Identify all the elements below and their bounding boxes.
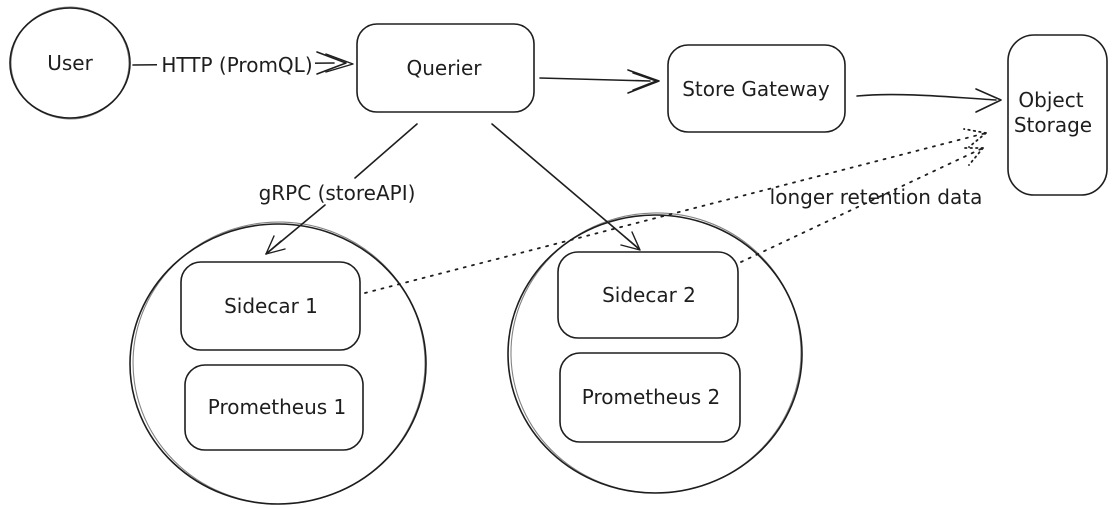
edge-store-gateway-to-object-storage [856, 88, 1002, 113]
arrowhead [975, 88, 1002, 113]
arrowhead [265, 235, 286, 255]
dotted-edge-line [740, 147, 984, 263]
object-storage-box [1007, 34, 1108, 196]
user-circle-sketch-stroke [10, 6, 130, 120]
edge-label-http-promql: HTTP (PromQL) [161, 53, 312, 77]
object-storage-label-line2: Storage [1014, 113, 1092, 137]
pod-1-circle [129, 223, 427, 505]
dotted-arrowhead [963, 128, 987, 148]
store-gateway-node: Store Gateway [667, 44, 846, 133]
arrowhead [632, 72, 657, 91]
user-circle [9, 7, 131, 119]
pod-1-circle-sketch-stroke [132, 221, 426, 505]
edge-querier-to-store-gateway [539, 69, 660, 94]
object-storage-node: Object Storage [1007, 34, 1108, 196]
prometheus-2-label: Prometheus 2 [582, 385, 721, 409]
edge-line [856, 93, 997, 101]
arrowhead [620, 231, 641, 251]
querier-label: Querier [406, 56, 482, 80]
pod-2-circle-sketch-stroke [510, 212, 802, 494]
edge-line [354, 123, 418, 179]
sidecar-2-label: Sidecar 2 [602, 283, 696, 307]
user-node: User [9, 6, 131, 120]
object-storage-label-line1: Object [1018, 88, 1083, 112]
edge-sidecar-1-to-object-storage [364, 128, 987, 294]
prometheus-1-label: Prometheus 1 [208, 395, 347, 419]
prometheus-pod-2-group: Sidecar 2 Prometheus 2 [507, 212, 803, 494]
sidecar-1-label: Sidecar 1 [224, 294, 318, 318]
edge-querier-to-sidecar-1: gRPC (storeAPI) [259, 123, 418, 255]
edge-label-grpc-storeapi: gRPC (storeAPI) [259, 181, 416, 205]
arrowhead [627, 69, 660, 94]
dotted-edge-line [364, 132, 987, 294]
arrowhead [325, 53, 354, 73]
edge-user-to-querier: HTTP (PromQL) [132, 50, 354, 77]
store-gateway-box [667, 44, 846, 133]
sidecar-1-box [180, 261, 361, 351]
edge-sidecar-2-to-object-storage [740, 147, 984, 263]
prometheus-2-box [559, 352, 741, 443]
edge-line [491, 123, 639, 249]
sidecar-2-box [557, 251, 739, 339]
edge-querier-to-sidecar-2 [491, 123, 641, 251]
store-gateway-label: Store Gateway [682, 77, 830, 101]
prometheus-pod-1-group: Sidecar 1 Prometheus 1 [129, 221, 427, 505]
edge-line [539, 77, 651, 82]
user-label: User [47, 51, 93, 75]
annotation-longer-retention-data: longer retention data [770, 185, 983, 209]
querier-box [356, 23, 535, 113]
querier-node: Querier [356, 23, 535, 113]
dotted-arrowhead [960, 147, 984, 166]
arrowhead [316, 51, 347, 75]
prometheus-1-box [184, 364, 364, 451]
edge-label-background [157, 50, 315, 77]
